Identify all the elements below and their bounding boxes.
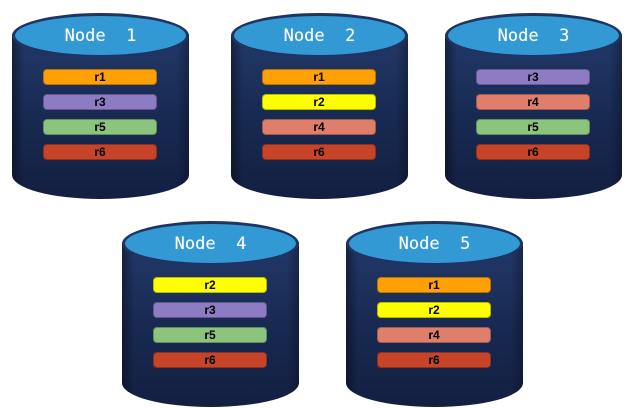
replica-bar-r4: r4 (377, 327, 491, 343)
replica-bar-r5: r5 (476, 119, 590, 135)
database-node-5: Node 5 r1 r2 r4 r6 (346, 221, 523, 407)
replica-bar-r3: r3 (476, 69, 590, 85)
replica-bar-r6: r6 (262, 144, 376, 160)
replica-bar-r6: r6 (377, 352, 491, 368)
replica-bar-r6: r6 (43, 144, 157, 160)
replica-bar-r5: r5 (153, 327, 267, 343)
replica-bar-r5: r5 (43, 119, 157, 135)
cylinder-body (445, 35, 622, 199)
cylinder-top: Node 3 (445, 13, 622, 58)
cylinder-top: Node 4 (122, 221, 299, 266)
database-node-1: Node 1 r1 r3 r5 r6 (12, 13, 189, 199)
replica-bar-r2: r2 (377, 302, 491, 318)
cylinder-top: Node 5 (346, 221, 523, 266)
node-title: Node 5 (398, 233, 471, 254)
node-title: Node 2 (283, 25, 356, 46)
replica-bar-r3: r3 (43, 94, 157, 110)
cylinder-top: Node 2 (231, 13, 408, 58)
replica-bar-r1: r1 (43, 69, 157, 85)
cylinder-body (346, 243, 523, 407)
database-node-3: Node 3 r3 r4 r5 r6 (445, 13, 622, 199)
replica-bar-r2: r2 (262, 94, 376, 110)
node-title: Node 1 (64, 25, 137, 46)
node-title: Node 4 (174, 233, 247, 254)
database-node-2: Node 2 r1 r2 r4 r6 (231, 13, 408, 199)
cylinder-top: Node 1 (12, 13, 189, 58)
cylinder-body (231, 35, 408, 199)
replica-bar-r1: r1 (377, 277, 491, 293)
replica-bar-r6: r6 (476, 144, 590, 160)
cylinder-body (12, 35, 189, 199)
node-title: Node 3 (497, 25, 570, 46)
database-node-4: Node 4 r2 r3 r5 r6 (122, 221, 299, 407)
replica-bar-r1: r1 (262, 69, 376, 85)
replica-bar-r4: r4 (262, 119, 376, 135)
replica-bar-r6: r6 (153, 352, 267, 368)
cylinder-body (122, 243, 299, 407)
replica-bar-r4: r4 (476, 94, 590, 110)
replica-bar-r2: r2 (153, 277, 267, 293)
replica-bar-r3: r3 (153, 302, 267, 318)
